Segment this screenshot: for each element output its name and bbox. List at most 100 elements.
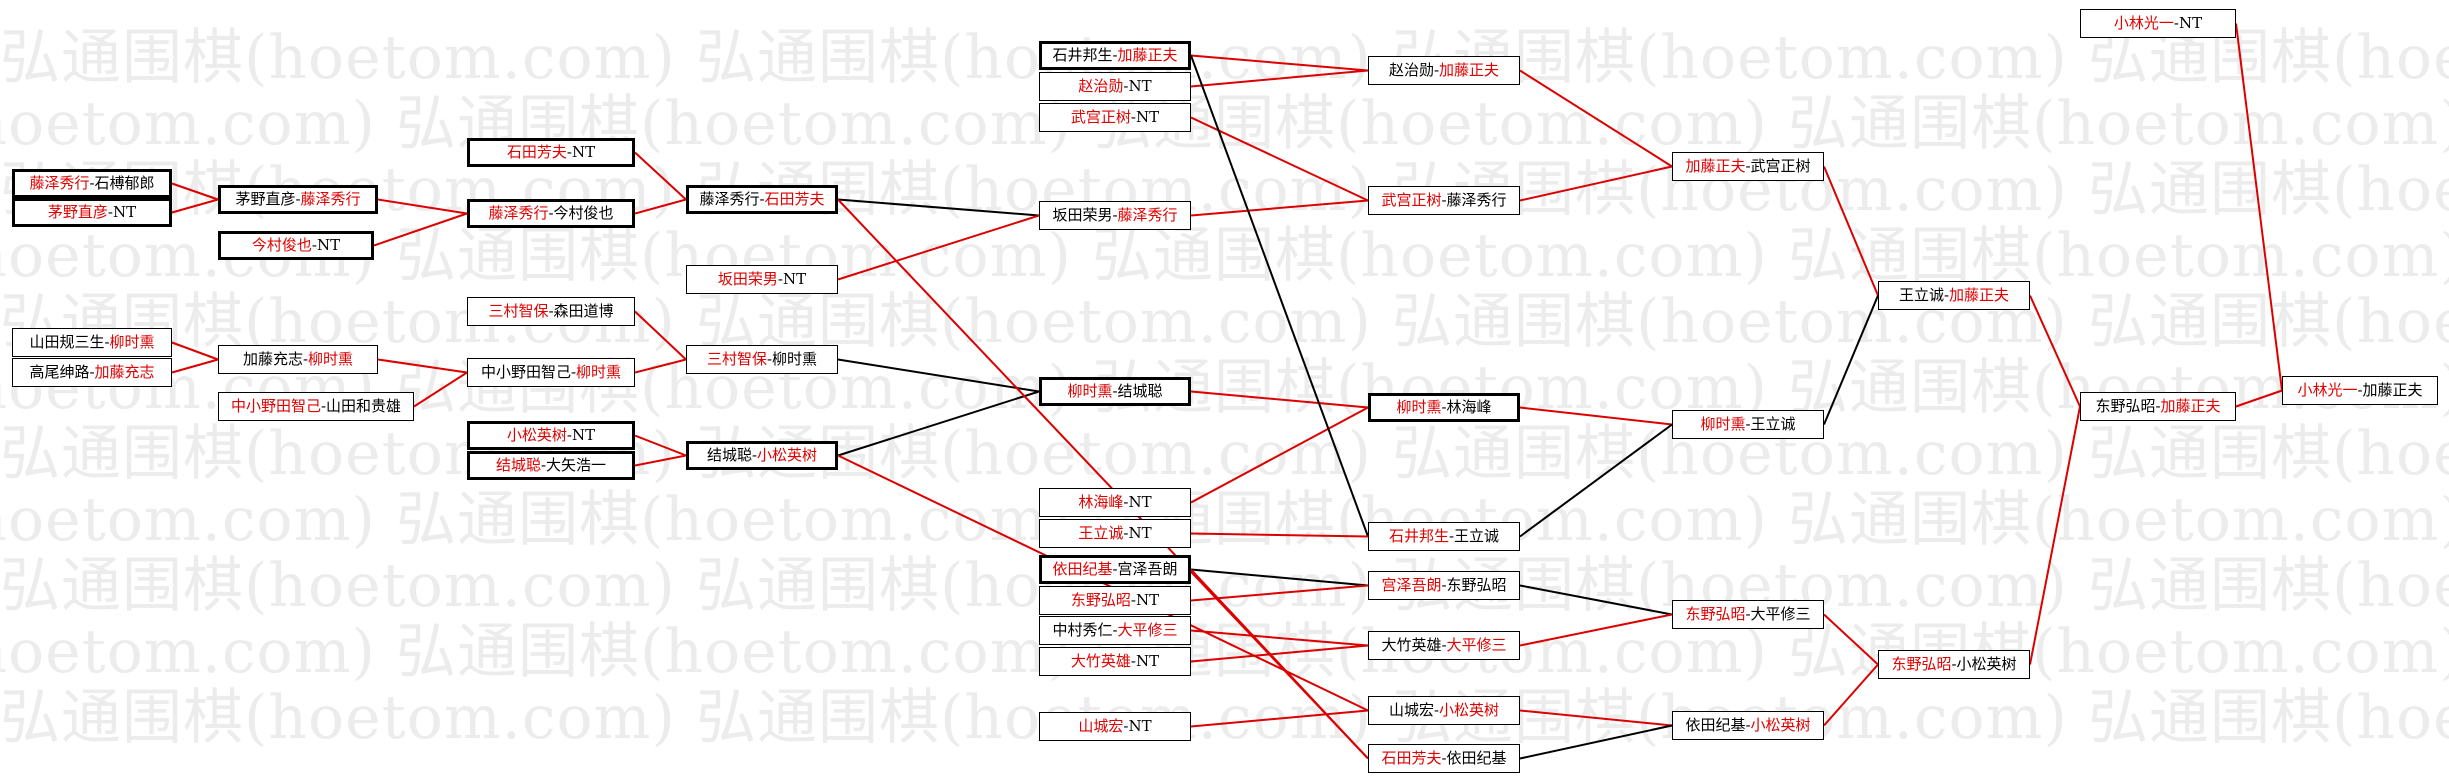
separator: -: [2173, 14, 2179, 32]
player-left: 结城聪: [706, 446, 752, 464]
match-box-c3: 三村智保-森田道博: [467, 297, 635, 326]
player-right: NT: [2178, 14, 2203, 32]
connector-e12-f7: [1190, 709, 1369, 728]
connector-d3-e5: [837, 358, 1040, 393]
player-right: NT: [1128, 493, 1152, 511]
separator: -: [1123, 77, 1129, 95]
player-right: 加藤正夫: [2160, 397, 2221, 415]
connector-g2-h1: [1823, 295, 1879, 425]
connector-a2-b1: [171, 198, 219, 214]
separator: -: [2357, 381, 2363, 399]
separator: -: [1745, 605, 1751, 623]
player-right: 小松英树: [1750, 716, 1811, 734]
player-left: 王立诚: [1898, 286, 1944, 304]
separator: -: [1112, 46, 1118, 64]
player-right: 柳时熏: [109, 333, 155, 351]
connector-e4-f2: [1190, 199, 1369, 217]
player-left: 依田纪基: [1685, 716, 1746, 734]
player-right: 小松英树: [1439, 701, 1500, 719]
connector-c5-d4: [634, 434, 687, 457]
player-right: 柳时熏: [772, 350, 818, 368]
player-right: 结城聪: [1117, 382, 1163, 400]
player-left: 藤泽秀行: [699, 190, 760, 208]
player-right: NT: [1128, 717, 1152, 735]
connector-h1-i1: [2029, 295, 2081, 407]
player-right: 藤泽秀行: [1117, 206, 1178, 224]
match-box-g4: 依田纪基-小松英树: [1672, 711, 1824, 740]
match-box-b2: 加藤充志-柳时熏: [218, 345, 378, 374]
separator: -: [1112, 621, 1118, 639]
player-left: 三村智保: [706, 350, 767, 368]
player-right: 加藤正夫: [1949, 286, 2010, 304]
match-box-f7: 山城宏-小松英树: [1368, 696, 1520, 725]
player-right: 柳时熏: [576, 363, 622, 381]
player-left: 中小野田智己: [230, 397, 321, 415]
match-box-d3: 三村智保-柳时熏: [686, 345, 838, 374]
player-right: 东野弘昭: [1446, 576, 1507, 594]
separator: -: [566, 426, 572, 444]
player-left: 茅野直彦: [47, 203, 108, 221]
player-left: 石田芳夫: [1381, 749, 1442, 767]
player-right: 加藤充志: [94, 363, 155, 381]
player-right: 大平修三: [1446, 636, 1507, 654]
player-left: 柳时熏: [1067, 382, 1113, 400]
player-right: 柳时熏: [308, 350, 354, 368]
separator: -: [548, 302, 554, 320]
player-right: 王立诚: [1750, 415, 1796, 433]
player-left: 大竹英雄: [1381, 636, 1442, 654]
separator: -: [777, 270, 783, 288]
connector-b2-c4: [377, 358, 468, 374]
connector-e1-f4: [1190, 55, 1369, 537]
connector-f3-g2: [1519, 406, 1673, 426]
player-left: 赵治勋: [1078, 77, 1124, 95]
match-box-h2: 东野弘昭-小松英树: [1878, 650, 2030, 679]
connector-g4-h2: [1823, 663, 1879, 727]
player-left: 石井邦生: [1052, 46, 1113, 64]
separator: -: [295, 190, 301, 208]
separator: -: [1130, 108, 1136, 126]
match-box-f2: 武宫正树-藤泽秀行: [1368, 186, 1520, 215]
separator: -: [1441, 576, 1447, 594]
match-box-e5: 柳时熏-结城聪: [1039, 377, 1191, 406]
connector-f6-g3: [1519, 613, 1673, 647]
player-right: 石田芳夫: [764, 190, 825, 208]
match-box-e2: 赵治勋-NT: [1039, 72, 1191, 101]
player-right: NT: [571, 143, 596, 161]
match-box-c1: 石田芳夫-NT: [467, 138, 635, 167]
player-left: 今村俊也: [251, 236, 312, 254]
player-left: 柳时熏: [1396, 398, 1442, 416]
connector-a3-c2: [373, 212, 468, 247]
player-right: NT: [782, 270, 807, 288]
player-right: 大平修三: [1750, 605, 1811, 623]
player-right: NT: [316, 236, 341, 254]
match-box-a2: 茅野直彦-NT: [12, 198, 172, 227]
separator: -: [1943, 286, 1950, 304]
player-left: 依田纪基: [1052, 560, 1113, 578]
separator: -: [1130, 591, 1136, 609]
connector-a6-c4: [413, 371, 468, 408]
player-right: 林海峰: [1446, 398, 1492, 416]
player-left: 茅野直彦: [235, 190, 296, 208]
connector-j0-j1: [2235, 23, 2283, 391]
separator: -: [1745, 157, 1751, 175]
player-right: 森田道博: [553, 302, 614, 320]
match-box-e6: 林海峰-NT: [1039, 488, 1191, 517]
match-box-e3: 武宫正树-NT: [1039, 103, 1191, 132]
player-left: 山城宏: [1078, 717, 1124, 735]
separator: -: [1745, 415, 1751, 433]
player-left: 小松英树: [506, 426, 567, 444]
separator: -: [1130, 652, 1136, 670]
player-left: 小林光一: [2113, 14, 2174, 32]
player-left: 柳时熏: [1700, 415, 1746, 433]
player-left: 高尾绅路: [29, 363, 90, 381]
player-left: 坂田荣男: [717, 270, 778, 288]
connector-c1-d1: [634, 151, 687, 201]
connector-e2-f1: [1190, 69, 1369, 88]
player-left: 山城宏: [1388, 701, 1434, 719]
match-box-a3: 今村俊也-NT: [218, 231, 374, 260]
match-box-c6: 结城聪-大矢浩一: [467, 451, 635, 480]
match-box-j1: 小林光一-加藤正夫: [2282, 376, 2438, 405]
player-right: 小松英树: [1956, 655, 2017, 673]
player-left: 三村智保: [488, 302, 549, 320]
